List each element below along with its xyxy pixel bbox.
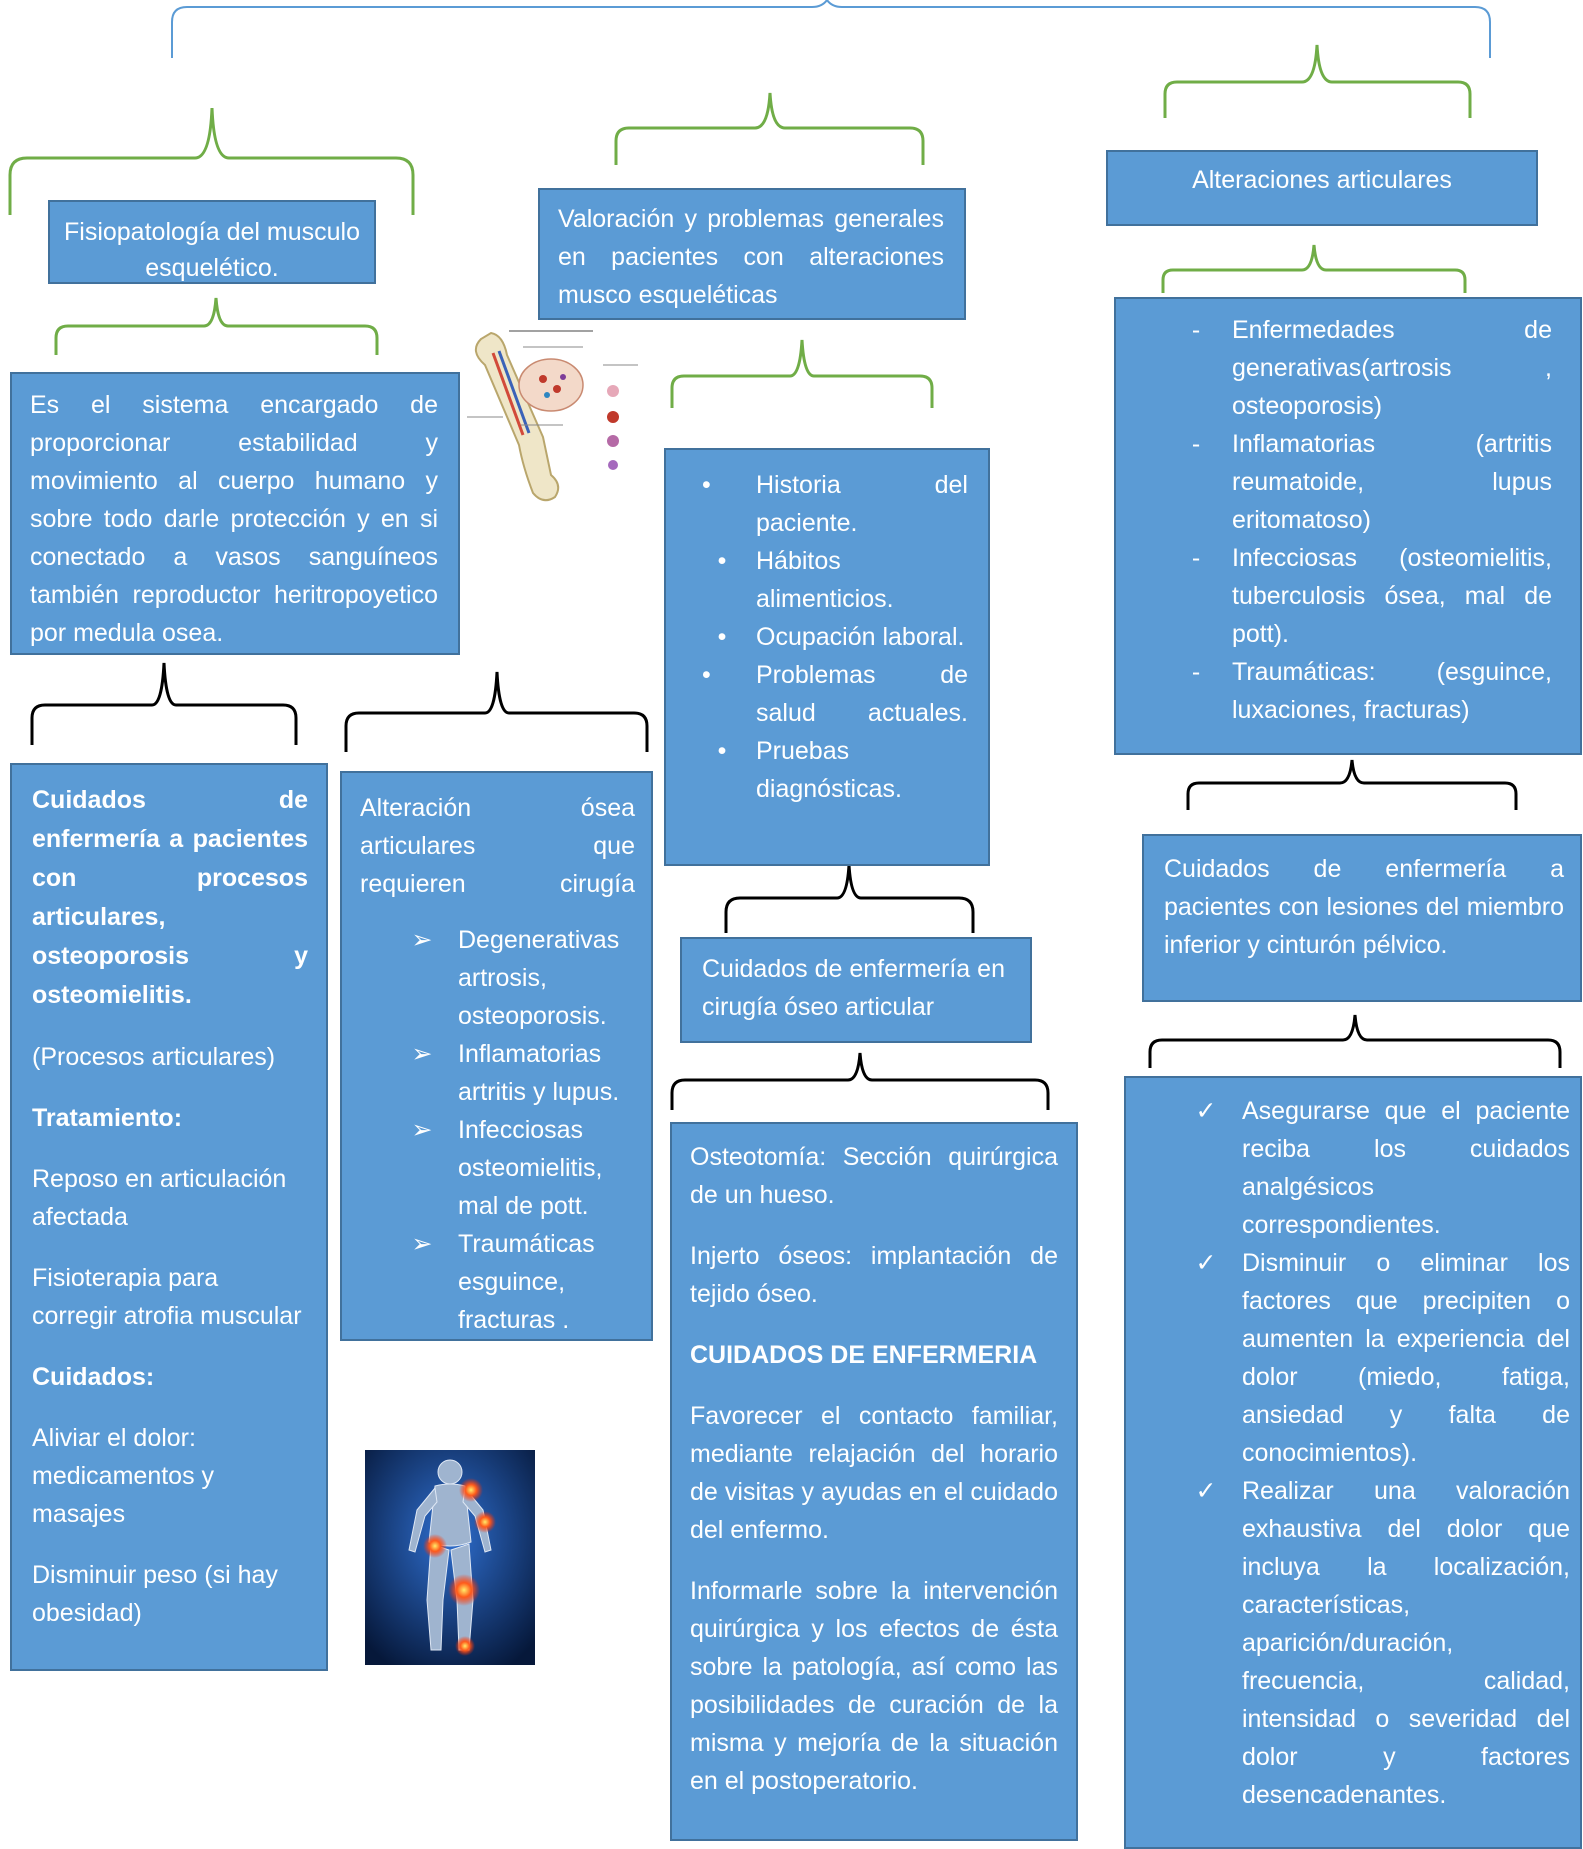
dash-marker-icon: -	[1191, 430, 1201, 458]
list-item: ➢Degenerativas artrosis, osteoporosis.	[360, 921, 635, 1035]
human-body-icon	[365, 1450, 535, 1665]
green-brace-col3-types	[1161, 244, 1467, 293]
surgery-care-title: Cuidados de enfermería en cirugía óseo a…	[702, 955, 1005, 1021]
assessment-list: •Historia del paciente. •Hábitos aliment…	[666, 466, 968, 808]
pathophysiology-title: Fisiopatología del musculo esquelético.	[64, 218, 360, 282]
list-item: •Pruebas diagnósticas.	[666, 732, 968, 808]
joint-types-box: -Enfermedades de generativas(artrosis , …	[1114, 297, 1582, 755]
list-item: ➢Traumáticas esguince, fracturas .	[360, 1225, 635, 1339]
top-brace	[171, 0, 1491, 58]
definition-box: Es el sistema encargado de proporcionar …	[10, 372, 460, 655]
black-brace-col2-surgerybox	[724, 864, 975, 933]
list-item: •Problemas de salud actuales.	[666, 656, 968, 732]
dash-marker-icon: -	[1191, 316, 1201, 344]
list-item: •Ocupación laboral.	[666, 618, 968, 656]
dash-marker-icon: -	[1191, 658, 1201, 686]
list-item: •Historia del paciente.	[666, 466, 968, 542]
list-item: ➢Inflamatorias artritis y lupus.	[360, 1035, 635, 1111]
bone-anatomy-icon	[463, 325, 645, 505]
check-icon: ✓	[1195, 1097, 1217, 1125]
limb-care-checklist: ✓Asegurarse que el paciente reciba los c…	[1126, 1092, 1570, 1814]
nursing-care-paragraph: Informarle sobre la intervención quirúrg…	[690, 1577, 1058, 1795]
list-item: -Inflamatorias (artritis reumatoide, lup…	[1116, 425, 1552, 539]
limb-care-title-box: Cuidados de enfermería a pacientes con l…	[1142, 834, 1582, 1002]
definition-text: Es el sistema encargado de proporcionar …	[30, 391, 438, 647]
black-brace-col2-details	[670, 1052, 1050, 1110]
green-brace-col1-top	[8, 107, 415, 215]
treatment-item: Fisioterapia para corregir atrofia muscu…	[32, 1264, 302, 1330]
assessment-title-box: Valoración y problemas generales en paci…	[538, 188, 966, 320]
black-brace-col3-checklist	[1148, 1014, 1562, 1068]
green-brace-col3-top	[1163, 44, 1472, 118]
surgery-care-title-box: Cuidados de enfermería en cirugía óseo a…	[680, 937, 1032, 1043]
list-item: •Hábitos alimenticios.	[666, 542, 968, 618]
bullet-icon: •	[717, 623, 727, 651]
green-brace-col1-def	[54, 297, 379, 355]
dash-marker-icon: -	[1191, 544, 1201, 572]
limb-care-checklist-box: ✓Asegurarse que el paciente reciba los c…	[1124, 1076, 1582, 1849]
treatment-heading: Tratamiento:	[32, 1104, 183, 1132]
check-icon: ✓	[1195, 1477, 1217, 1505]
list-item: ➢Infecciosas osteomielitis, mal de pott.	[360, 1111, 635, 1225]
nursing-care-paragraph: Favorecer el contacto familiar, mediante…	[690, 1402, 1058, 1544]
list-item: -Infecciosas (osteomielitis, tuberculosi…	[1116, 539, 1552, 653]
nursing-care-heading: CUIDADOS DE ENFERMERIA	[690, 1341, 1038, 1369]
graft-text: Injerto óseos: implantación de tejido ós…	[690, 1242, 1058, 1308]
surgery-alterations-box: Alteración ósea articulares que requiere…	[340, 771, 653, 1341]
green-brace-col2-top	[614, 92, 925, 165]
limb-care-title: Cuidados de enfermería a pacientes con l…	[1164, 855, 1564, 959]
black-brace-col1-care	[30, 662, 298, 745]
list-item: ✓Realizar una valoración exhaustiva del …	[1126, 1472, 1570, 1814]
care-item: Aliviar el dolor: medicamentos y masajes	[32, 1424, 215, 1528]
list-item: -Traumáticas: (esguince, luxaciones, fra…	[1116, 653, 1552, 729]
joint-alterations-title: Alteraciones articulares	[1192, 166, 1452, 194]
arrow-marker-icon: ➢	[411, 1230, 433, 1258]
black-brace-col3-limb	[1186, 759, 1518, 810]
joint-types-list: -Enfermedades de generativas(artrosis , …	[1116, 311, 1552, 729]
pathophysiology-title-box: Fisiopatología del musculo esquelético.	[48, 200, 376, 284]
care-subtitle: (Procesos articulares)	[32, 1043, 276, 1071]
osteotomy-text: Osteotomía: Sección quirúrgica de un hue…	[690, 1143, 1058, 1209]
list-item: ✓Asegurarse que el paciente reciba los c…	[1126, 1092, 1570, 1244]
body-joint-image	[365, 1450, 535, 1665]
arrow-marker-icon: ➢	[411, 926, 433, 954]
assessment-title: Valoración y problemas generales en paci…	[558, 205, 944, 309]
surgery-intro: Alteración ósea articulares que requiere…	[360, 794, 635, 898]
bullet-icon: •	[702, 661, 711, 689]
arrow-marker-icon: ➢	[411, 1116, 433, 1144]
green-brace-col2-list	[670, 339, 934, 408]
arrow-marker-icon: ➢	[411, 1040, 433, 1068]
joint-alterations-title-box: Alteraciones articulares	[1106, 150, 1538, 226]
treatment-item: Reposo en articulación afectada	[32, 1165, 287, 1231]
check-icon: ✓	[1195, 1249, 1217, 1277]
care-subheading: Cuidados:	[32, 1363, 155, 1391]
care-processes-box: Cuidados de enfermería a pacientes con p…	[10, 763, 328, 1671]
care-heading: Cuidados de enfermería a pacientes con p…	[32, 786, 308, 1009]
surgery-details-box: Osteotomía: Sección quirúrgica de un hue…	[670, 1122, 1078, 1841]
bullet-icon: •	[717, 547, 727, 575]
surgery-list: ➢Degenerativas artrosis, osteoporosis. ➢…	[360, 921, 635, 1339]
assessment-list-box: •Historia del paciente. •Hábitos aliment…	[664, 448, 990, 866]
bullet-icon: •	[702, 471, 711, 499]
list-item: -Enfermedades de generativas(artrosis , …	[1116, 311, 1552, 425]
list-item: ✓Disminuir o eliminar los factores que p…	[1126, 1244, 1570, 1472]
care-item: Disminuir peso (si hay obesidad)	[32, 1561, 278, 1627]
bullet-icon: •	[717, 737, 727, 765]
bone-anatomy-image	[463, 325, 645, 505]
black-brace-col1-surgery	[344, 671, 649, 752]
